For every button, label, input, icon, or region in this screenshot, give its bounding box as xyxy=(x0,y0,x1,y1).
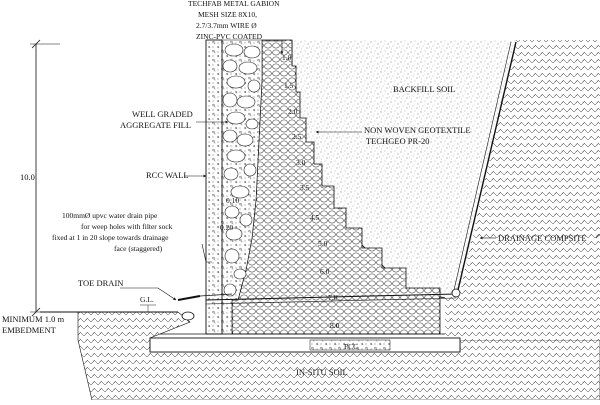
rcc-wall xyxy=(205,39,223,335)
drain-pipe-note-3: fixed at 1 in 20 slope towards drainage xyxy=(52,233,169,242)
well-graded-label-2: AGGREGATE FILL xyxy=(120,120,191,130)
gabion-spec-line-4: ZINC-PVC COATED xyxy=(196,32,263,41)
pcc-block xyxy=(309,339,391,351)
toe-drain-pipe xyxy=(181,311,195,321)
layer-length-label: 6.0 xyxy=(320,267,330,276)
gabion-layer-labels: 1.0 1.5 2.0 2.5 3.0 3.5 4.5 5.0 6.0 7.0 8.0 xyxy=(282,53,340,330)
drain-pipe-note-4: face (staggered) xyxy=(114,244,163,253)
in-situ-soil-label: IN-SITU SOIL xyxy=(296,367,348,377)
embedment-label-1: MINIMUM 1.0 m xyxy=(2,314,64,324)
embedment-label-2: EMBEDMENT xyxy=(2,325,57,335)
layer-length-label: 3.5 xyxy=(300,183,310,192)
well-graded-label-1: WELL GRADED xyxy=(132,109,193,119)
geotextile-label-2: TECHGEO PR-20 xyxy=(366,136,430,146)
layer-length-label: 2.0 xyxy=(288,107,298,116)
backfill-soil-label: BACKFILL SOIL xyxy=(393,84,455,94)
layer-length-label: 8.0 xyxy=(330,321,340,330)
offset-0-10-label: 0.10 xyxy=(226,196,239,205)
weep-pipe-outlet xyxy=(451,288,461,298)
geotextile-label-1: NON WOVEN GEOTEXTILE xyxy=(364,125,471,135)
gabion-spec-line-3: 2.7/3.7mm WIRE Ø xyxy=(196,21,257,30)
drain-pipe-note-2: for weep holes with filter sock xyxy=(81,222,173,231)
drainage-composite-label: DRAINAGE COMPSITE xyxy=(498,233,587,243)
offset-0-20-label: 0.20 xyxy=(220,223,233,232)
toe-drain-label: TOE DRAIN xyxy=(78,278,123,288)
backfill-soil-region xyxy=(292,40,516,298)
ground-level-label: G.L. xyxy=(140,295,154,304)
height-dimension: 10.0 xyxy=(20,172,35,182)
drain-pipe-note-1: 100mmØ upvc water drain pipe xyxy=(62,211,158,220)
rcc-wall-label: RCC WALL xyxy=(146,170,189,180)
pcc-label: PCC xyxy=(344,342,358,351)
layer-length-label: 2.5 xyxy=(292,132,302,141)
weep-drain-pipe xyxy=(205,293,457,301)
pcc-base xyxy=(149,337,461,353)
layer-length-label: 1.0 xyxy=(282,53,292,62)
retained-soil-region xyxy=(445,40,600,340)
layer-length-label: 5.0 xyxy=(318,239,328,248)
layer-length-label: 7.0 xyxy=(328,293,338,302)
layer-length-label: 3.0 xyxy=(296,158,306,167)
gabion-spec-line-1: TECHFAB METAL GABION xyxy=(188,0,280,8)
layer-length-label: 4.5 xyxy=(310,213,320,222)
drainage-composite-line xyxy=(457,41,517,291)
aggregate-stones xyxy=(222,43,261,297)
gabion-spec-line-2: MESH SIZE 8X10, xyxy=(198,10,257,19)
layer-length-label: 1.5 xyxy=(284,81,294,90)
